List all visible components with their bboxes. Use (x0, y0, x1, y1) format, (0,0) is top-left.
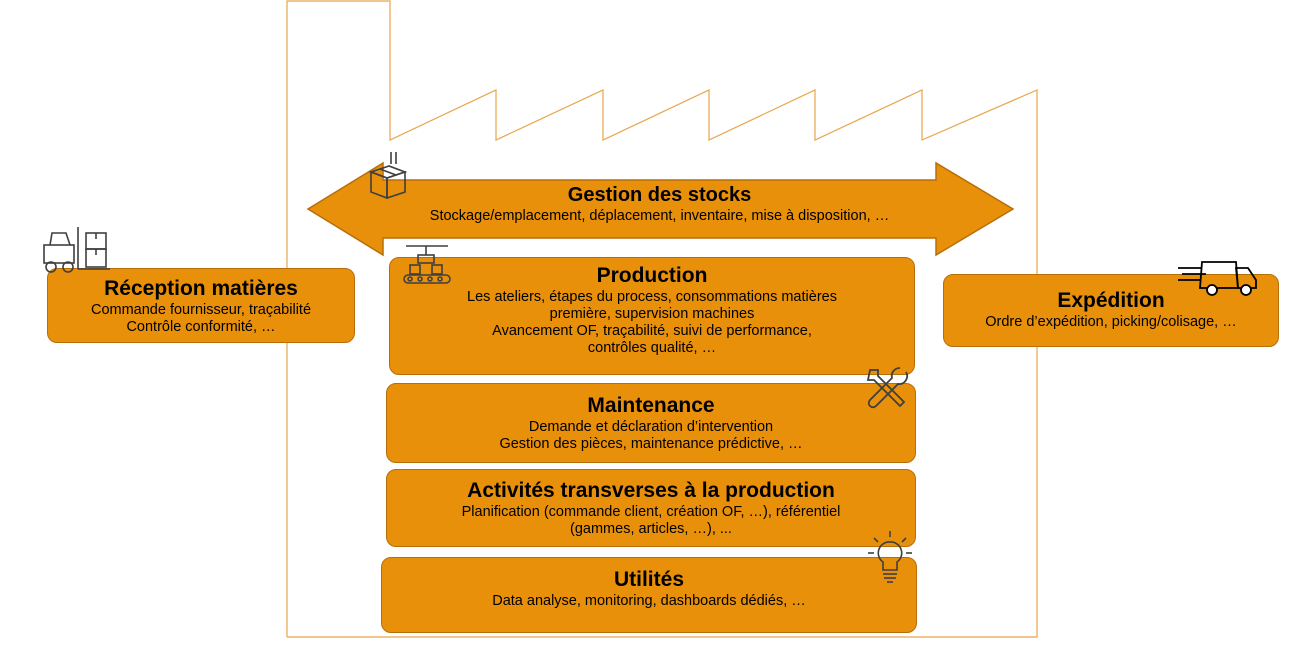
stocks-title: Gestion des stocks (567, 184, 752, 206)
reception-line-1: Commande fournisseur, traçabilité (90, 302, 312, 318)
production-line-2: première, supervision machines (549, 306, 755, 322)
maintenance-line-2: Gestion des pièces, maintenance prédicti… (499, 436, 803, 452)
production-line-3: Avancement OF, traçabilité, suivi de per… (492, 323, 812, 339)
truck-icon (1178, 261, 1257, 296)
tools-icon (866, 367, 909, 409)
conveyor-robot-icon (403, 245, 451, 284)
maintenance-box: Maintenance Demande et déclaration d’int… (386, 383, 916, 463)
maintenance-line-1: Demande et déclaration d’intervention (528, 419, 774, 435)
production-box: Production Les ateliers, étapes du proce… (389, 257, 915, 375)
stocks-description: Stockage/emplacement, déplacement, inven… (429, 208, 890, 224)
transverses-line-2: (gammes, articles, …), ... (570, 521, 732, 537)
transverses-line-1: Planification (commande client, création… (461, 504, 841, 520)
transverses-box: Activités transverses à la production Pl… (386, 469, 916, 547)
expedition-title: Expédition (1057, 289, 1165, 312)
expedition-description: Ordre d’expédition, picking/colisage, … (985, 314, 1237, 330)
forklift-icon (43, 227, 110, 273)
reception-title: Réception matières (104, 277, 298, 300)
expedition-box: Expédition Ordre d’expédition, picking/c… (943, 274, 1279, 347)
reception-box: Réception matières Commande fournisseur,… (47, 268, 355, 343)
production-line-4: contrôles qualité, … (587, 340, 717, 356)
utilites-box: Utilités Data analyse, monitoring, dashb… (381, 557, 917, 633)
utilites-description: Data analyse, monitoring, dashboards déd… (492, 593, 806, 609)
transverses-title: Activités transverses à la production (467, 479, 835, 502)
box-icon (368, 152, 408, 200)
stocks-arrow-text: Gestion des stocks Stockage/emplacement,… (383, 182, 936, 225)
maintenance-title: Maintenance (587, 394, 715, 417)
production-title: Production (596, 264, 708, 287)
production-line-1: Les ateliers, étapes du process, consomm… (467, 289, 837, 305)
lightbulb-icon (868, 531, 912, 583)
reception-line-2: Contrôle conformité, … (126, 319, 276, 335)
utilites-title: Utilités (613, 568, 684, 591)
